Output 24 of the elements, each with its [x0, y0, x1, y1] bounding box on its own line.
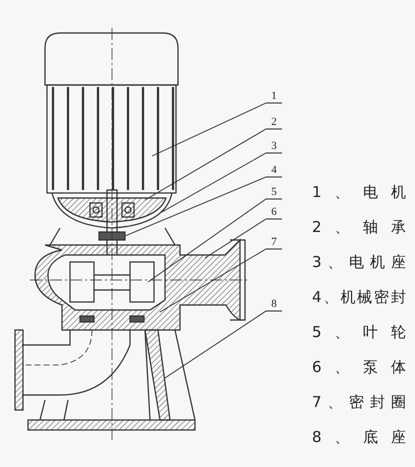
part-name: 8、底座: [312, 428, 406, 446]
leader-line: [204, 218, 282, 258]
callout-number: 6: [268, 206, 280, 218]
leader-line: [152, 102, 282, 156]
leader-line: [144, 128, 282, 200]
part-name: 6、泵体: [312, 358, 406, 376]
part-name: 2、轴承: [312, 218, 406, 236]
part-name: 5、叶轮: [312, 323, 406, 341]
leader-line: [148, 198, 282, 282]
callout-number: 7: [268, 236, 280, 248]
leader-line: [162, 152, 282, 212]
callout-number: 2: [268, 116, 280, 128]
part-name: 3、电机座: [312, 253, 406, 271]
part-name: 1、电机: [312, 183, 406, 201]
part-name: 7、密封圈: [312, 393, 406, 411]
part-name: 4、机械密封: [312, 288, 406, 306]
leader-line: [164, 310, 282, 378]
callout-number: 1: [268, 90, 280, 102]
callout-number: 3: [268, 140, 280, 152]
leader-line: [124, 176, 282, 236]
callout-number: 8: [268, 298, 280, 310]
leader-line: [160, 248, 282, 312]
callout-number: 4: [268, 164, 280, 176]
callout-number: 5: [268, 186, 280, 198]
